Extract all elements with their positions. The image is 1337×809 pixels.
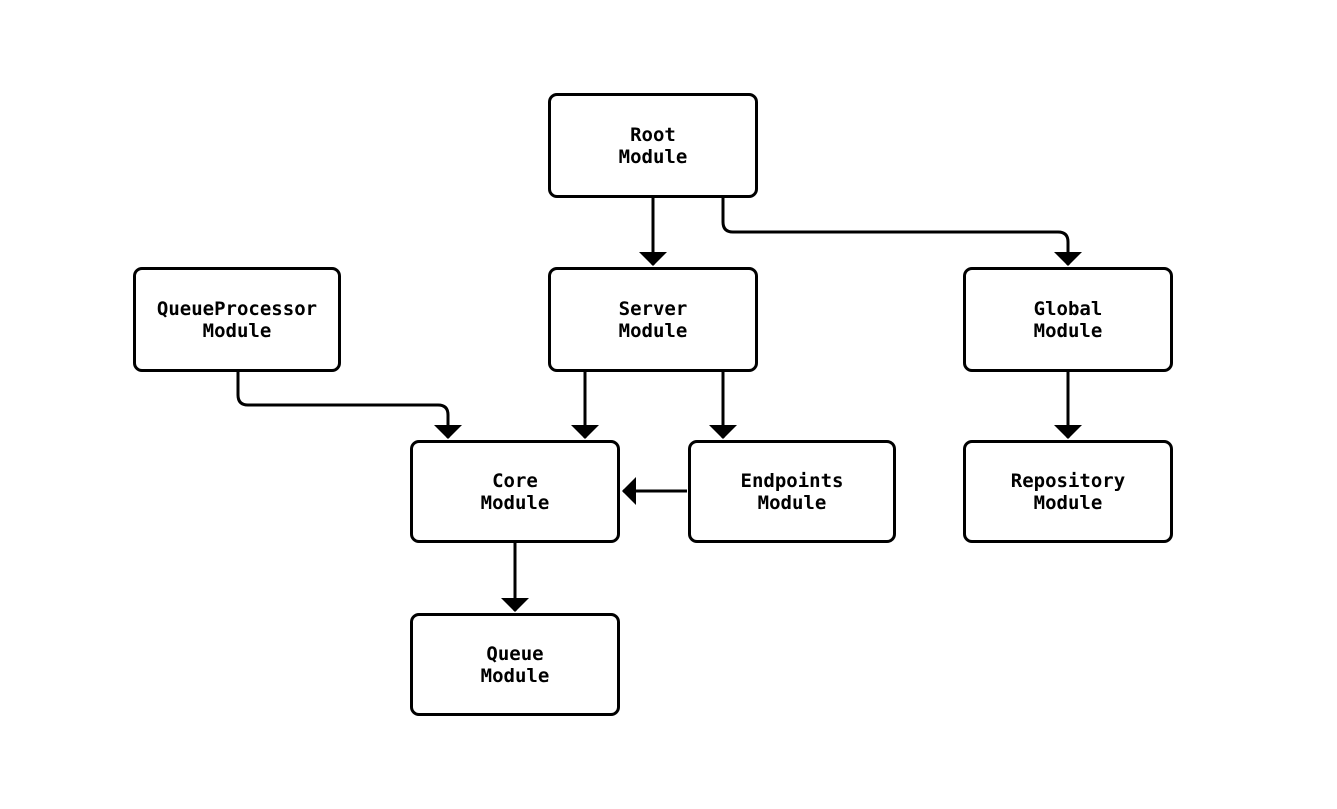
node-root-module-label: Root Module: [618, 123, 688, 168]
node-queue-module: Queue Module: [410, 613, 620, 716]
node-root-module: Root Module: [548, 93, 758, 198]
node-queueprocessor-module-label: QueueProcessor Module: [156, 297, 318, 342]
edge-queueprocessor-to-core-arrow: [236, 371, 462, 439]
node-endpoints-module: Endpoints Module: [688, 440, 896, 543]
edge-root-to-global-arrow: [721, 197, 1082, 266]
node-repository-module: Repository Module: [963, 440, 1173, 543]
node-core-module: Core Module: [410, 440, 620, 543]
node-endpoints-module-label: Endpoints Module: [740, 469, 844, 514]
node-core-module-label: Core Module: [480, 469, 550, 514]
node-repository-module-label: Repository Module: [1010, 469, 1126, 514]
node-server-module-label: Server Module: [618, 297, 688, 342]
node-queue-module-label: Queue Module: [480, 642, 550, 687]
node-global-module-label: Global Module: [1033, 297, 1103, 342]
node-global-module: Global Module: [963, 267, 1173, 372]
node-server-module: Server Module: [548, 267, 758, 372]
node-queueprocessor-module: QueueProcessor Module: [133, 267, 341, 372]
